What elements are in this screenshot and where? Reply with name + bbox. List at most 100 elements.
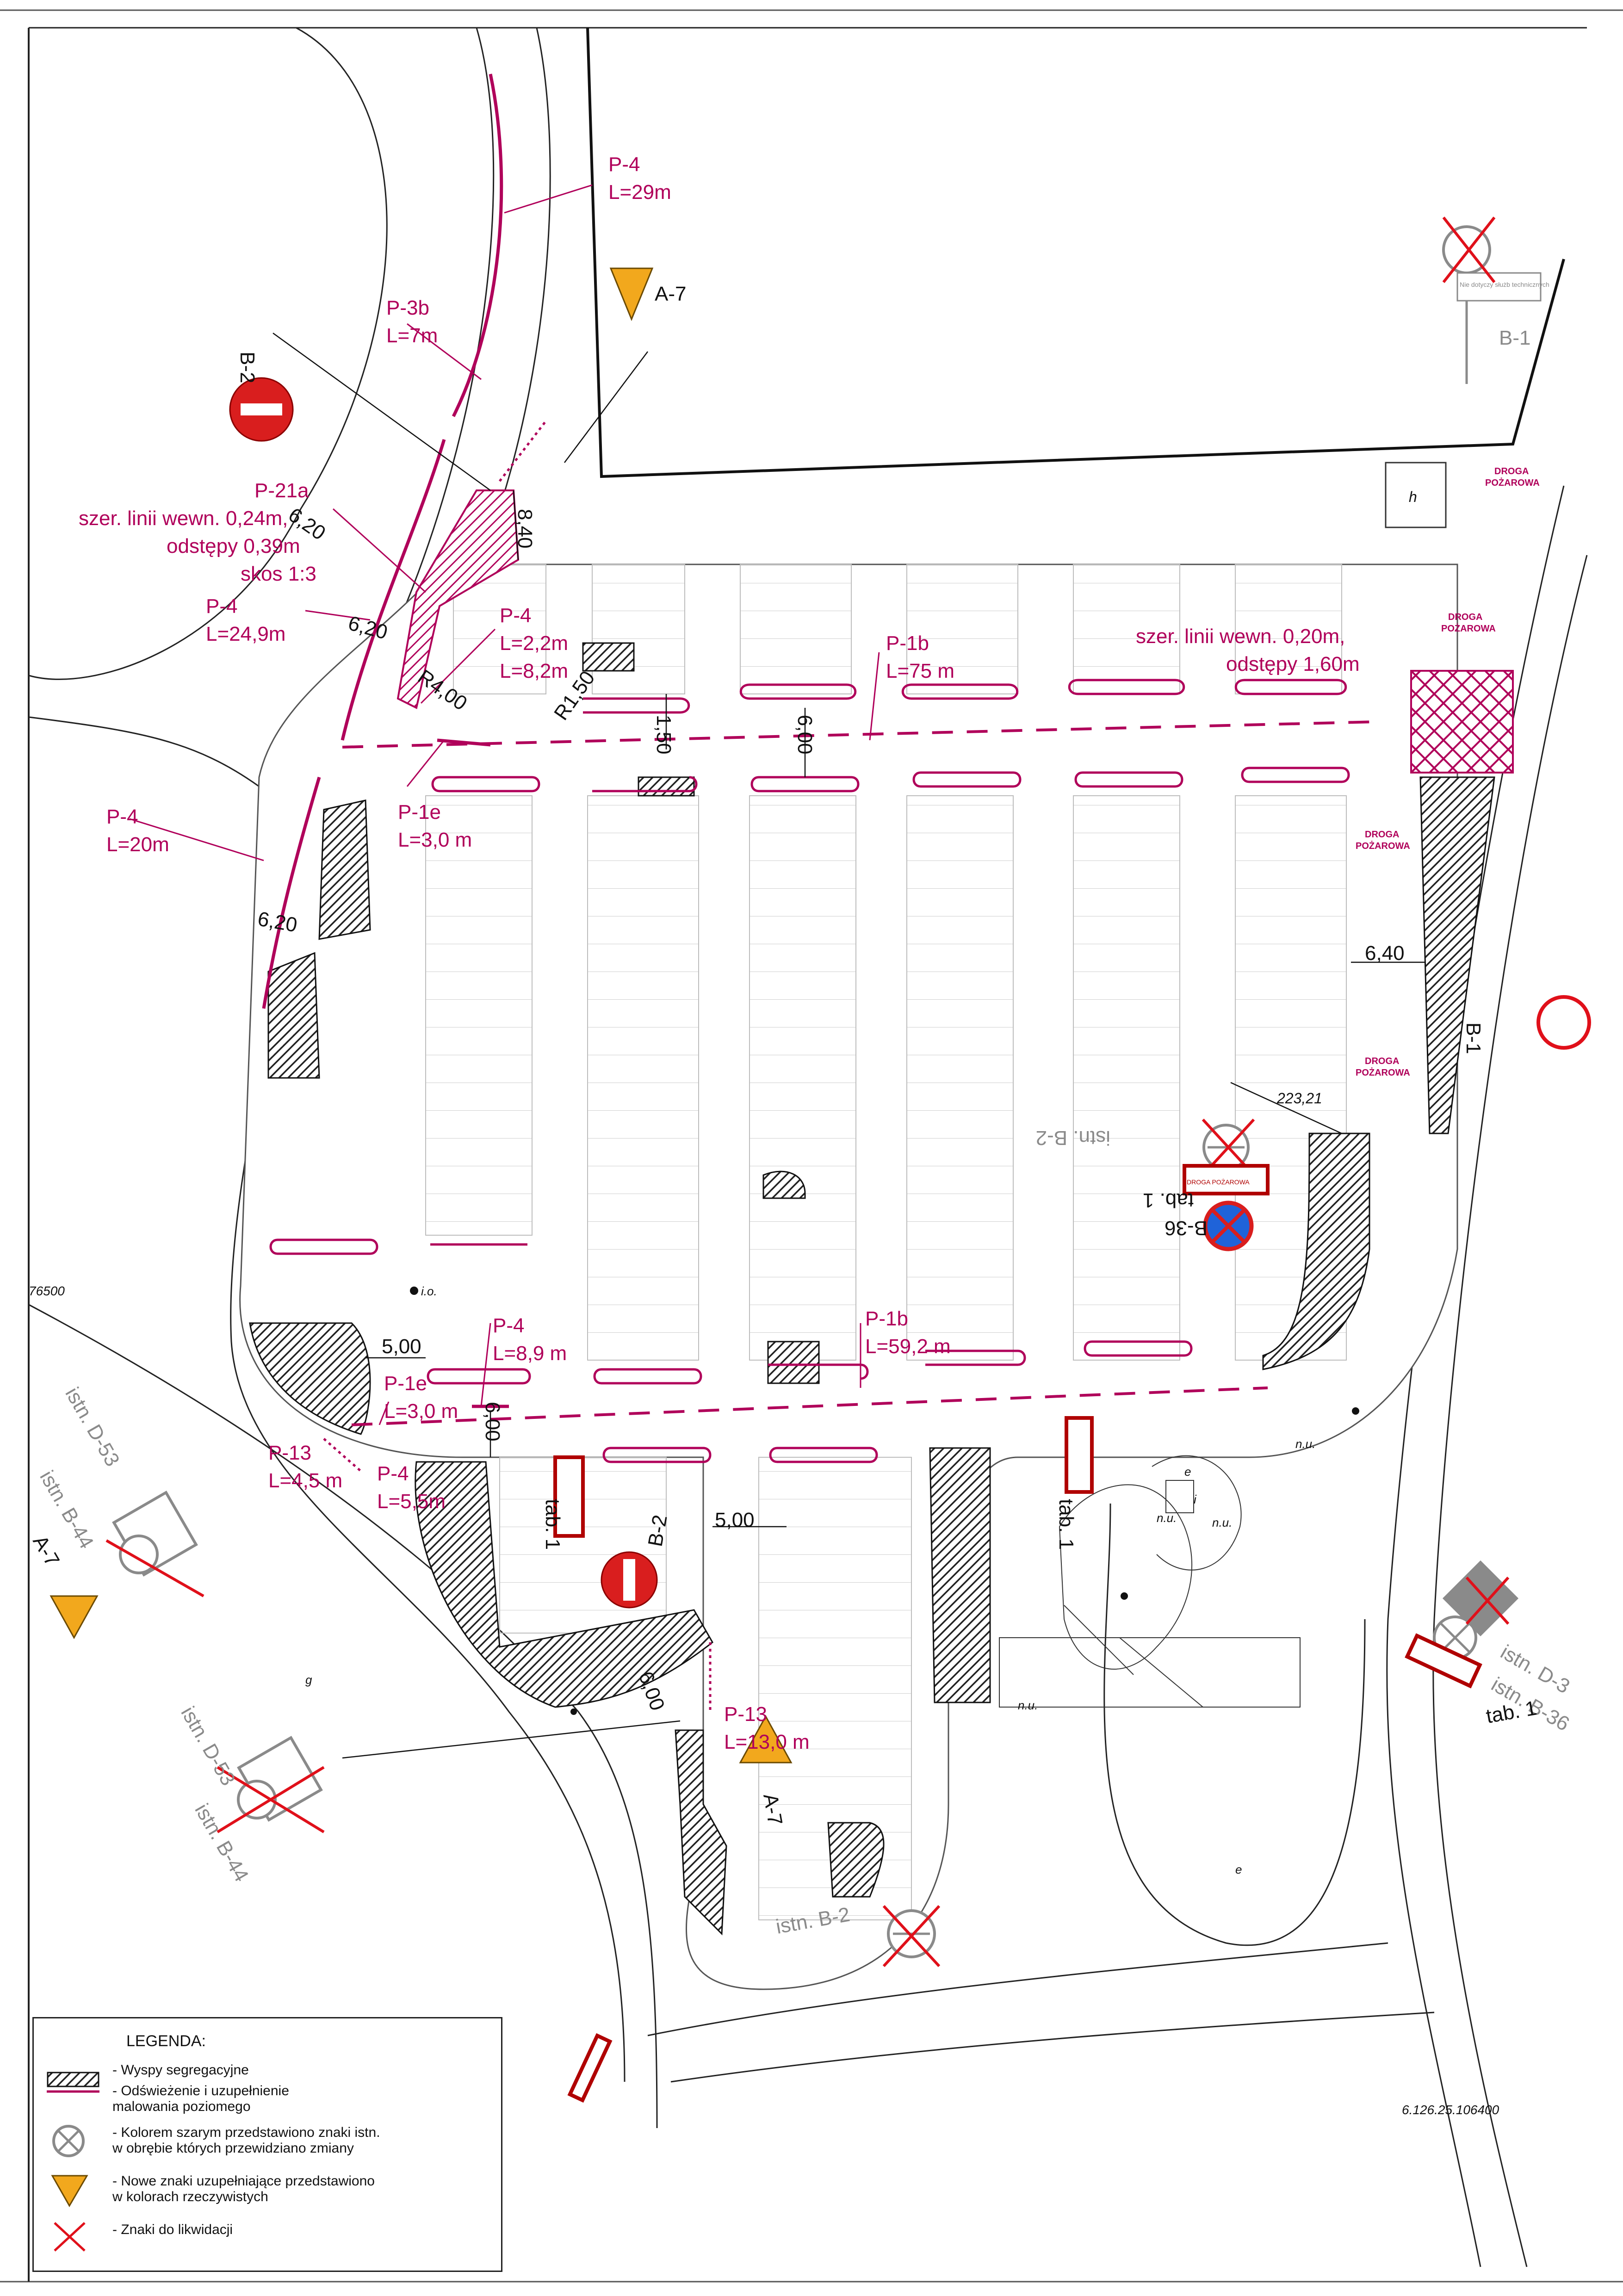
p1b-75-length: L=75 m	[886, 660, 954, 682]
dim-640: 6,40	[1365, 942, 1405, 965]
droga-label-1: DROGA	[1494, 466, 1529, 477]
p4-22-label: P-4	[500, 604, 531, 627]
legend-text-new: - Nowe znaki uzupełniające przedstawiono…	[112, 2173, 375, 2204]
pozarowa-label-1: POŻAROWA	[1485, 477, 1540, 488]
p4-89-length: L=8,9 m	[493, 1342, 567, 1365]
p4-29-label: P-4	[608, 153, 640, 176]
dim-500a: 5,00	[382, 1335, 421, 1358]
elevation-label: 223,21	[1276, 1090, 1322, 1107]
droga-label-2: DROGA	[1448, 612, 1482, 622]
p4-20-label: P-4	[106, 805, 138, 828]
nu-label-3: n.u.	[1212, 1516, 1232, 1529]
p3b-label: P-3b	[386, 297, 429, 319]
istn-b2-label: istn. B-2	[1036, 1126, 1110, 1149]
p21a-width: szer. linii wewn. 0,24m,	[79, 507, 288, 530]
p13-teeth	[323, 420, 712, 1712]
a7-left-icon	[50, 1595, 99, 1640]
fire-road-plate-text: DROGA POŻAROWA	[1187, 1178, 1250, 1186]
a7-top-icon	[609, 267, 654, 321]
e-label-1: e	[1184, 1465, 1191, 1479]
p1b-592-length: L=59,2 m	[865, 1335, 951, 1358]
nu-label-2: n.u.	[1157, 1511, 1177, 1525]
dim-500b: 5,00	[715, 1509, 755, 1531]
b2-bottom-label: B-2	[644, 1513, 672, 1548]
pozarowa-label-2: POŻAROWA	[1441, 623, 1496, 634]
segregation-islands	[249, 642, 1495, 1936]
misc-dots	[410, 1287, 1359, 1715]
hatch-island-icon	[47, 2072, 99, 2087]
p1e-bottom-label: P-1e	[384, 1372, 427, 1395]
p3b-length: L=7m	[386, 324, 438, 347]
p1b-592-label: P-1b	[865, 1307, 908, 1330]
b1-gray-label: B-1	[1499, 327, 1530, 349]
fire-road-plates	[553, 1164, 1482, 2103]
p1e-top-length: L=3,0 m	[398, 829, 472, 851]
p4-22-length: L=2,2m	[500, 632, 568, 655]
legend-text-islands: - Wyspy segregacyjne	[112, 2062, 249, 2078]
marking-line-icon	[47, 2090, 99, 2093]
i-label: i	[1194, 1492, 1197, 1506]
p4-edge-lines	[262, 74, 509, 1408]
legend-text-marking: - Odświeżenie i uzupełnienie malowania p…	[112, 2083, 289, 2114]
remove-x-icon	[54, 2222, 86, 2252]
p13-45-length: L=4,5 m	[268, 1469, 342, 1492]
a7-bottom-label: A-7	[759, 1792, 787, 1827]
p13-45-label: P-13	[268, 1442, 311, 1464]
b44-existing-bottom-icon	[237, 1780, 277, 1819]
site-details	[999, 1455, 1301, 1708]
a7-top-label: A-7	[655, 283, 686, 305]
tab1-right-mid-label: tab. 1	[1055, 1499, 1078, 1550]
new-signs	[229, 377, 1591, 1609]
existing-sign-icon	[52, 2125, 85, 2157]
p1e-top-label: P-1e	[398, 801, 441, 823]
fire-lane-crosshatch	[1410, 670, 1514, 774]
p21a-spacing: odstępy 0,39m	[167, 535, 300, 557]
b1-note-plate	[1456, 272, 1542, 302]
tab1-right-label: tab. 1	[1484, 1696, 1538, 1727]
p4-82-length: L=8,2m	[500, 660, 568, 682]
p13-13-label: P-13	[724, 1703, 767, 1726]
crosshatch-width: szer. linii wewn. 0,20m,	[1136, 625, 1345, 648]
new-sign-icon	[51, 2175, 88, 2208]
p4-29-length: L=29m	[608, 181, 671, 204]
p4-bottom-length: L=5,5m	[377, 1490, 446, 1513]
dim-620b: 6,20	[346, 612, 390, 644]
coord-left: 76500	[29, 1284, 65, 1298]
b2-top-label: B-2	[236, 352, 259, 383]
building-h	[1385, 462, 1447, 528]
b1-right-label: B-1	[1462, 1022, 1485, 1054]
p4-249-label: P-4	[206, 595, 237, 618]
p13-13-length: L=13,0 m	[724, 1731, 810, 1753]
p1b-dashed-lines	[342, 720, 1379, 1426]
marking-labels: P-4 L=29m P-3b L=7m P-21a szer. linii we…	[79, 153, 1360, 1753]
tab1-mid-label: tab. 1	[541, 1499, 564, 1550]
stall-end-caps	[269, 679, 1350, 1463]
legend-box: LEGENDA: - Wyspy segregacyjne - Odświeże…	[32, 2017, 502, 2272]
b1-no-vehicles-icon	[1536, 995, 1591, 1050]
p1e-bottom-length: L=3,0 m	[384, 1400, 458, 1423]
dim-840: 8,40	[514, 509, 536, 549]
e-label-2: e	[1235, 1863, 1242, 1876]
dim-600a: 6,00	[793, 715, 816, 755]
leader-lines	[129, 184, 880, 1425]
p1b-75-label: P-1b	[886, 632, 929, 655]
pozarowa-label-4: POŻAROWA	[1356, 1067, 1410, 1078]
legend-text-existing: - Kolorem szarym przedstawiono znaki ist…	[112, 2125, 380, 2156]
b36-label: B-36	[1165, 1217, 1208, 1239]
legend-title: LEGENDA:	[126, 2032, 206, 2050]
droga-label-3: DROGA	[1365, 829, 1399, 840]
nu-label-4: n.u.	[1018, 1698, 1038, 1712]
dim-150: 1,50	[652, 715, 675, 755]
g-label-1: g	[305, 1673, 312, 1687]
istn-d53-label: istn. D-53	[61, 1384, 124, 1471]
coord-right: 6.126.25.106400	[1402, 2103, 1499, 2117]
p4-bottom-label: P-4	[377, 1462, 409, 1485]
dim-600b: 6,00	[481, 1402, 504, 1442]
nu-label-1: n.u.	[1295, 1437, 1315, 1451]
p21a-skew: skos 1:3	[241, 563, 316, 585]
d3-existing-icon	[1442, 1560, 1519, 1637]
p4-20-length: L=20m	[106, 833, 169, 856]
droga-label-4: DROGA	[1365, 1056, 1399, 1066]
legend-text-remove: - Znaki do likwidacji	[112, 2222, 233, 2237]
